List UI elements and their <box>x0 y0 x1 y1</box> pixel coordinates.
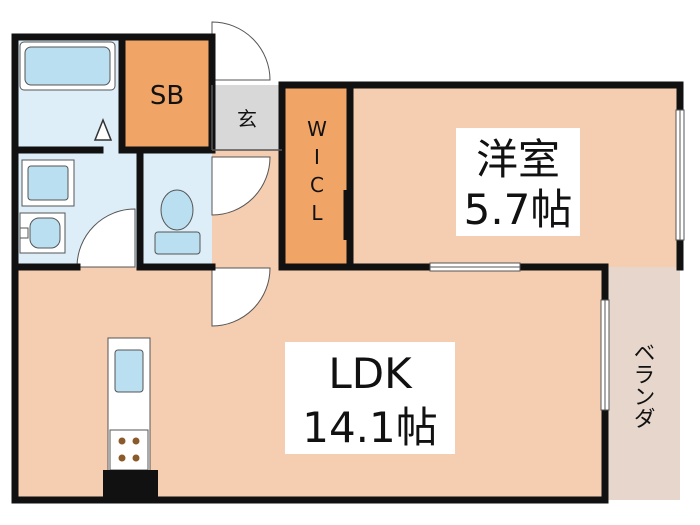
veranda-floor <box>605 267 680 500</box>
wic-floor <box>285 85 350 267</box>
ldk-name: LDK <box>328 349 413 398</box>
washbasin-icon <box>19 212 66 254</box>
window-icon <box>675 109 685 241</box>
wic-label-c: C <box>310 173 324 197</box>
western-room-name: 洋室 <box>476 135 560 184</box>
entrance-floor <box>212 85 282 150</box>
fridge-space <box>103 470 158 500</box>
ldk-label-bg <box>285 342 455 454</box>
fixtures <box>19 41 201 500</box>
partition-lines <box>211 85 347 240</box>
ldk-size: 14.1帖 <box>302 403 438 452</box>
door-swings <box>76 21 271 327</box>
western-room-size: 5.7帖 <box>464 185 573 234</box>
bath-faucet-icon <box>93 117 113 141</box>
window-icon <box>429 262 521 272</box>
veranda-label: ベランダ <box>630 341 655 429</box>
storage-label: SB <box>150 81 184 111</box>
kitchen-counter <box>103 337 158 500</box>
kitchen-sink-icon <box>114 349 144 393</box>
door-swing-icon <box>76 208 136 268</box>
wic-label-w: W <box>307 117 327 141</box>
western-room-label-bg <box>456 128 580 236</box>
door-swing-icon <box>211 156 271 216</box>
stove-icon <box>109 429 149 471</box>
wic-label-l: L <box>311 201 323 225</box>
room-labels: 洋室 5.7帖 LDK 14.1帖 W I C L SB 玄 ベランダ <box>150 81 655 454</box>
wic-label-i: I <box>314 145 320 169</box>
washing-machine-icon <box>21 159 75 207</box>
bathtub-icon <box>19 41 116 91</box>
window-icon <box>600 299 610 411</box>
storage-floor <box>122 37 212 150</box>
door-swing-icon <box>211 21 271 81</box>
door-swing-icon <box>211 267 271 327</box>
entrance-label: 玄 <box>237 107 257 131</box>
toilet-icon <box>154 189 201 255</box>
